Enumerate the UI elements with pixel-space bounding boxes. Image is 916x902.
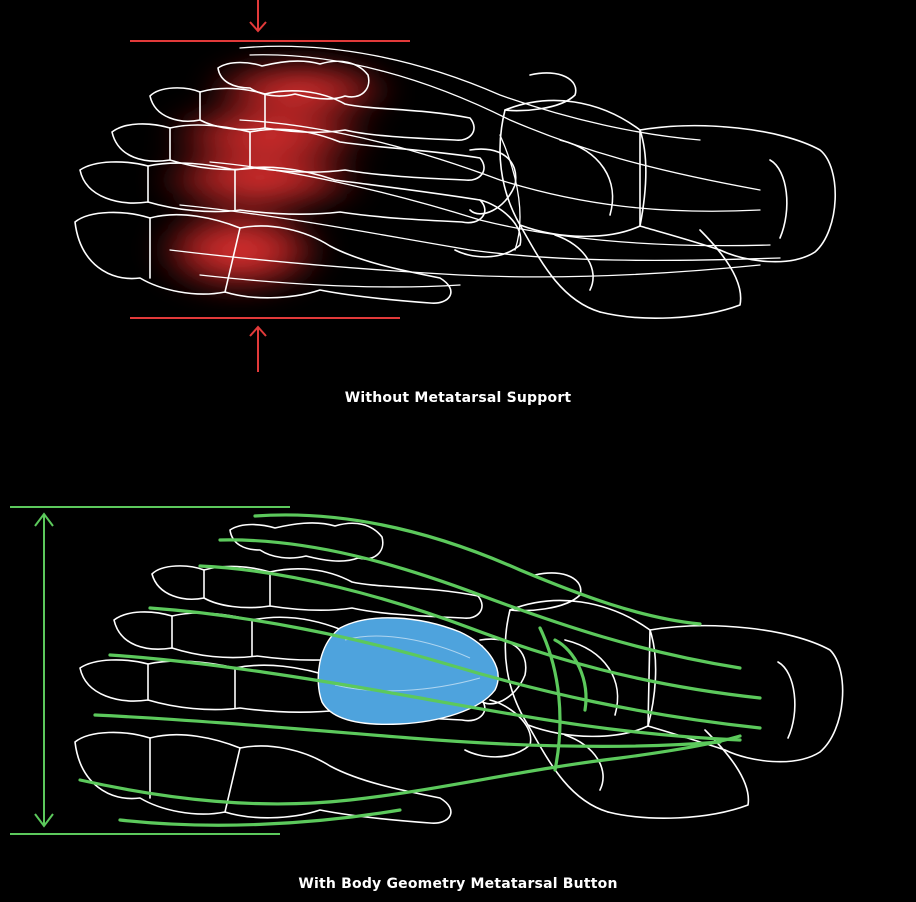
foot-illustration-without-support [74,0,836,372]
support-lines [78,513,762,827]
compression-arrow-icon [249,325,267,372]
bottom-compression-marker [130,317,400,372]
metatarsal-button [317,617,499,726]
span-arrow-icon [34,512,54,828]
compression-arrow-icon [249,0,267,33]
caption-with-support: With Body Geometry Metatarsal Button [298,876,618,892]
foot-illustration-with-support [10,506,844,835]
compression-heat-zone [150,60,400,295]
panel-with-support: With Body Geometry Metatarsal Button [0,480,916,892]
top-compression-marker [130,0,410,42]
foot-span-marker [10,506,290,835]
caption-without-support: Without Metatarsal Support [344,390,572,406]
panel-without-support: Without Metatarsal Support [0,0,916,406]
tendon-lines-top [169,45,781,288]
